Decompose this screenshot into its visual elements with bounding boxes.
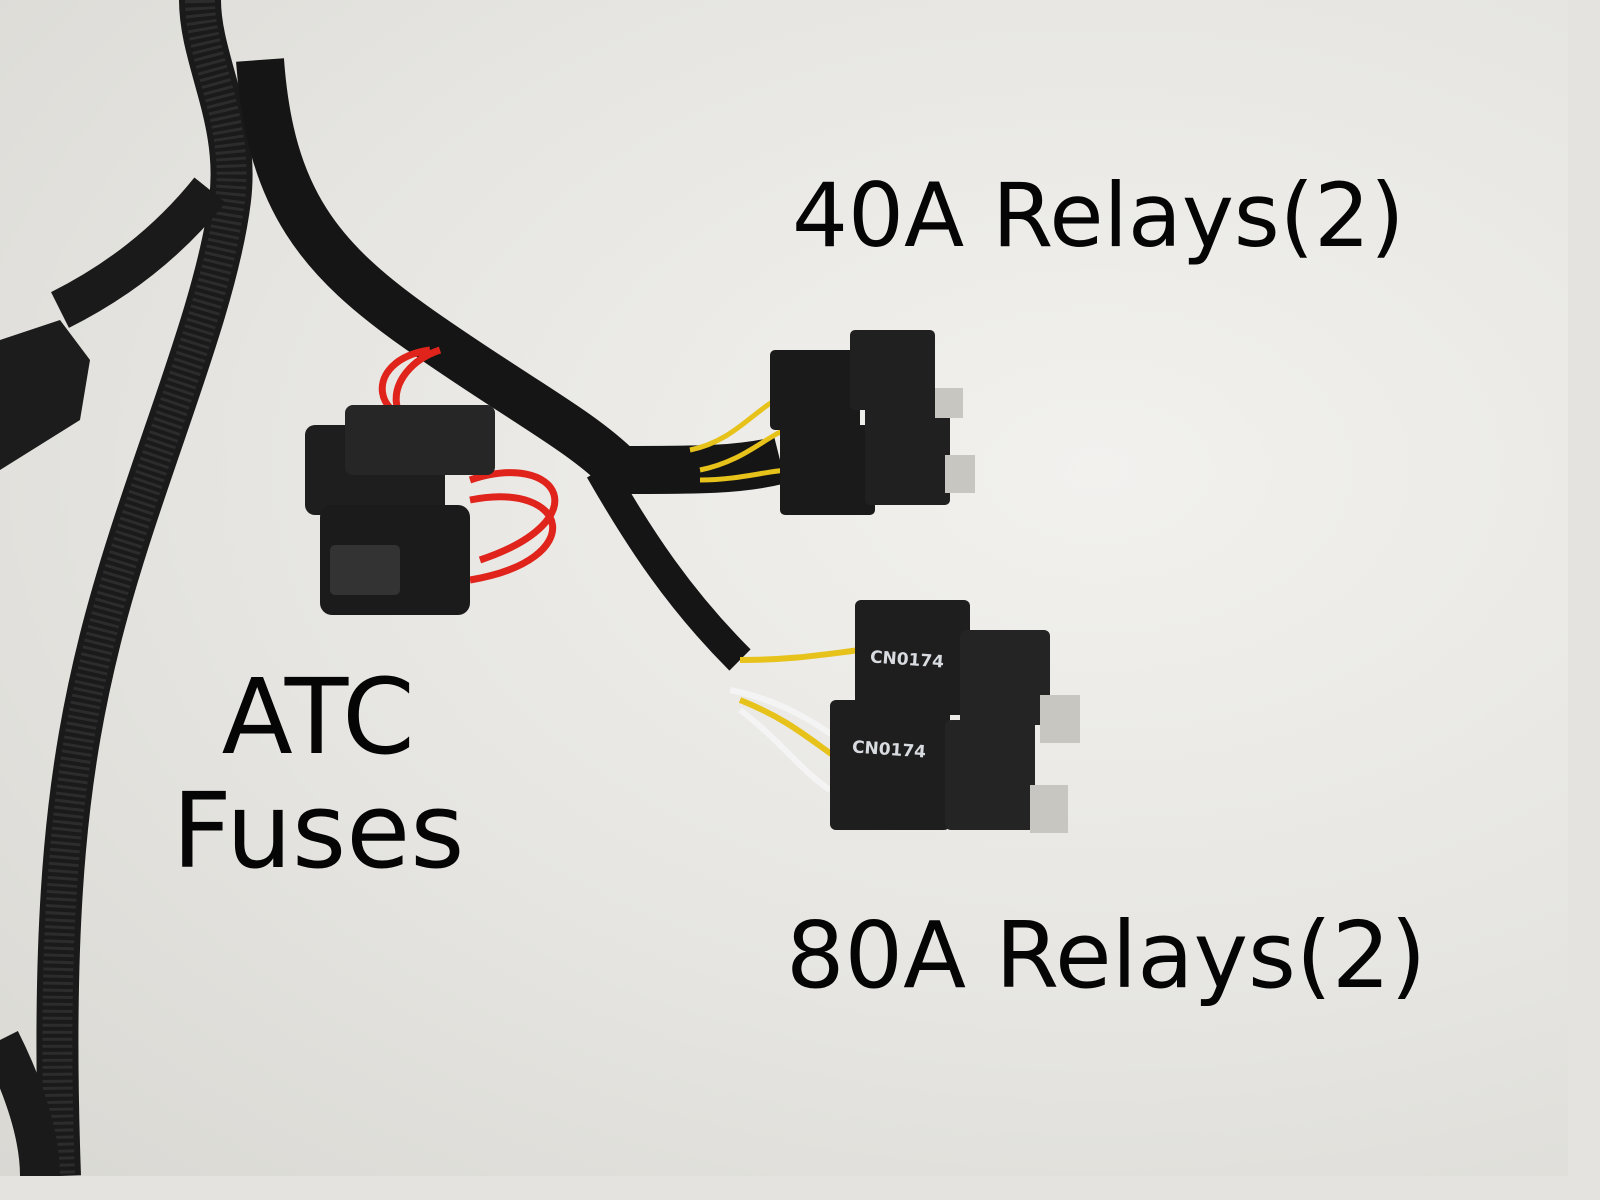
label-40a-relays: 40A Relays(2)	[792, 164, 1405, 267]
label-atc-fuses: ATC Fuses	[172, 660, 464, 889]
label-atc-line2: Fuses	[172, 770, 465, 893]
harness-photo: CN0174 CN0174 40A Relays(2) 80A Relays(2…	[0, 0, 1568, 1176]
label-80a-relays: 80A Relays(2)	[786, 902, 1427, 1009]
harness-illustration	[0, 0, 1080, 1176]
label-atc-line1: ATC	[221, 656, 415, 778]
